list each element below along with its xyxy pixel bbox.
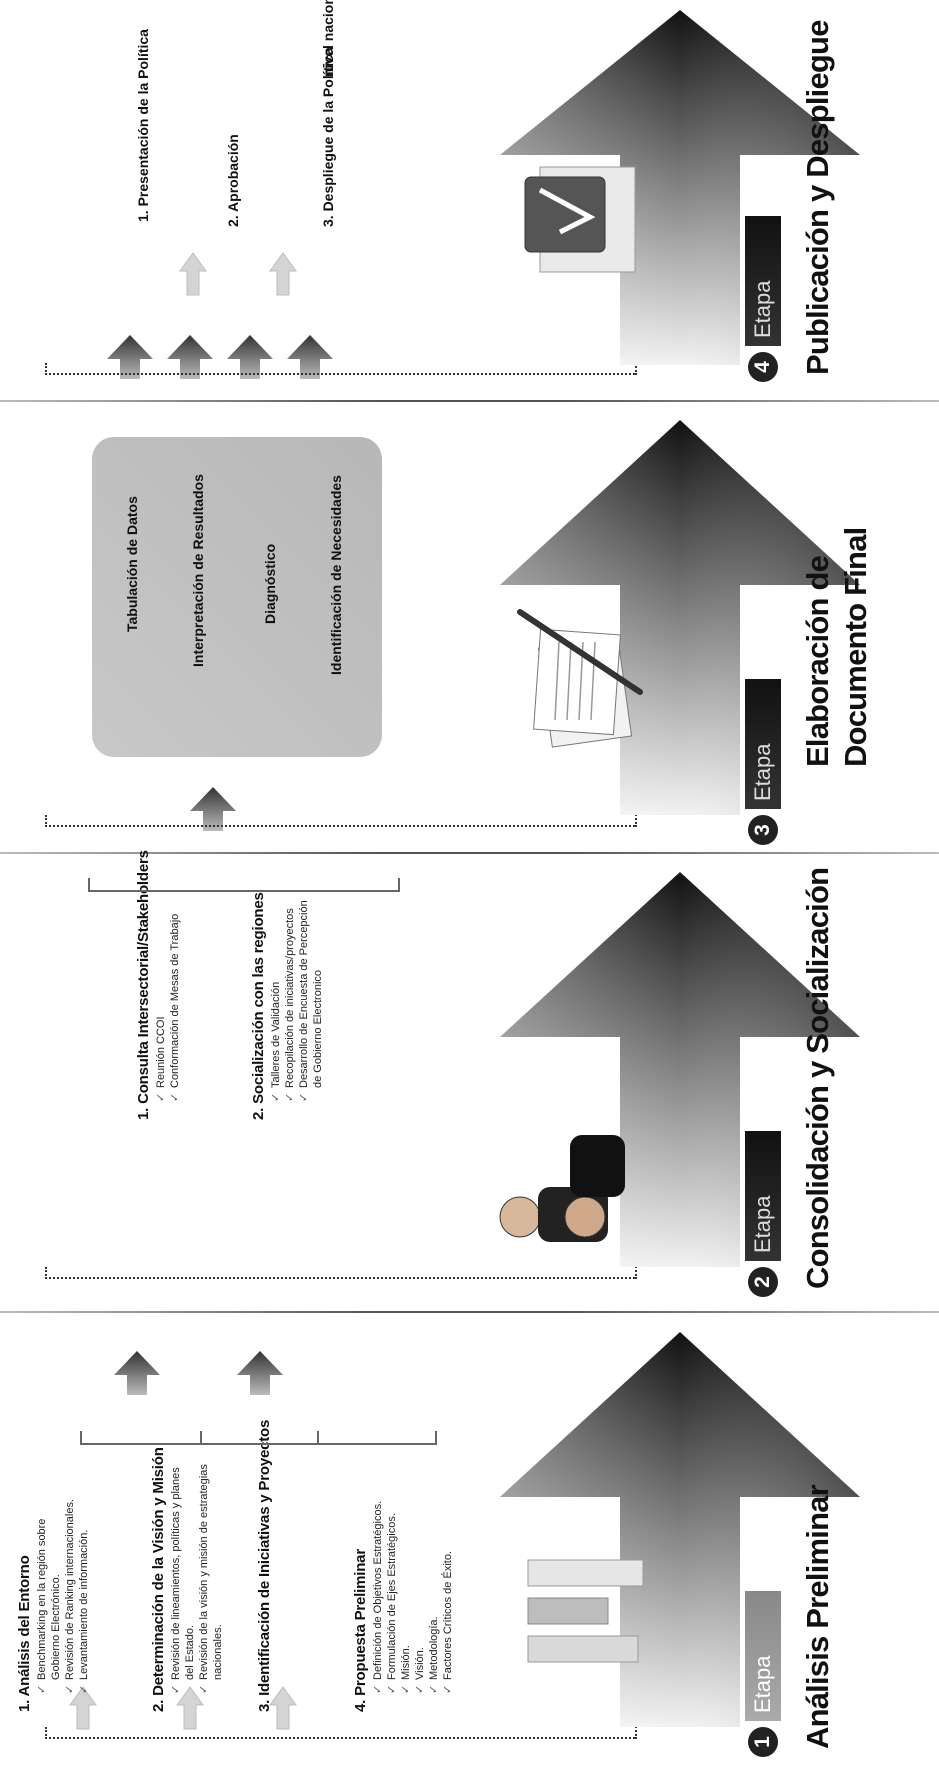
- separator-line: [0, 1311, 939, 1313]
- step-title: 4. Propuesta Preliminar: [352, 1549, 369, 1712]
- stage-2-badge: 2 Etapa: [745, 1131, 781, 1297]
- bracket-line: [80, 1431, 82, 1445]
- box-item: Identificación de Necesidades: [328, 475, 344, 675]
- etapa-label: Etapa: [745, 1591, 781, 1721]
- step-arrow-icon: [69, 1686, 97, 1730]
- step-title: 2. Determinación de la Visión y Misión: [150, 1447, 167, 1712]
- bullet-item: Benchmarking en la región sobre Gobierno…: [35, 1474, 63, 1694]
- step-title: 2. Socialización con las regiones: [250, 892, 267, 1120]
- step-1-1: 1. Análisis del Entorno Benchmarking en …: [16, 1474, 91, 1712]
- connector-arrow-icon: [237, 1351, 283, 1395]
- bullet-item: Revisión de Ranking internacionales.: [63, 1474, 77, 1694]
- step-title: 1. Presentación de la Política: [135, 29, 151, 222]
- stage-3-badge: 3 Etapa: [745, 679, 781, 845]
- step-title: 1. Análisis del Entorno: [16, 1555, 33, 1712]
- step-arrow-icon: [269, 252, 297, 296]
- bullet-item: Formulación de Ejes Estratégicos.: [385, 1494, 399, 1694]
- dotted-frame: [45, 373, 635, 375]
- bullet-item: Factores Críticos de Éxito.: [441, 1494, 455, 1694]
- bracket-line: [317, 1431, 319, 1445]
- step-title: 3. Identificación de Iniciativas y Proye…: [256, 1419, 273, 1712]
- stage-arrow-icon: [500, 1332, 860, 1727]
- step-arrow-icon: [179, 252, 207, 296]
- dotted-frame: [45, 1267, 47, 1279]
- bullet-item: Reunión CCOI: [154, 882, 168, 1102]
- bracket-line: [80, 1443, 435, 1445]
- box-item: Diagnóstico: [262, 543, 278, 624]
- approval-check-icon: [524, 166, 636, 273]
- stage-title: Publicación y Despliegue: [800, 20, 835, 375]
- etapa-label: Etapa: [745, 1131, 781, 1261]
- dotted-frame: [45, 1727, 47, 1739]
- step-1-4: 4. Propuesta Preliminar Definición de Ob…: [352, 1494, 455, 1712]
- step-1-3: 3. Identificación de Iniciativas y Proye…: [256, 1420, 273, 1712]
- stage-number: 1: [748, 1727, 778, 1757]
- step-arrow-icon: [269, 1686, 297, 1730]
- dotted-frame: [45, 363, 47, 375]
- stage-arrow-icon: [500, 10, 860, 365]
- connector-arrow-icon: [114, 1351, 160, 1395]
- bullet-item: Revisión de la visión y misión de estrat…: [197, 1464, 225, 1694]
- stage-title: Análisis Preliminar: [800, 1485, 835, 1749]
- box-item: Tabulación de Datos: [124, 496, 140, 632]
- step-title: nivel nacional: [320, 0, 336, 77]
- step-arrow-icon: [176, 1686, 204, 1730]
- bullet-item: Definición de Objetivos Estratégicos.: [371, 1494, 385, 1694]
- bullet-item: Desarrollo de Encuesta de Percepción de …: [297, 892, 325, 1102]
- step-2-2: 2. Socialización con las regiones Taller…: [250, 892, 325, 1120]
- stage-arrow-icon: [500, 872, 860, 1267]
- bullet-item: Visión.: [413, 1494, 427, 1694]
- connector-arrow-icon: [287, 335, 333, 379]
- stage-title-line: Documento Final: [838, 527, 873, 767]
- etapa-label: Etapa: [745, 679, 781, 809]
- bracket-line: [200, 1431, 202, 1445]
- bracket-line: [88, 890, 398, 892]
- bracket-line: [88, 878, 90, 892]
- stage-title-line: Elaboración de: [800, 555, 835, 767]
- results-box: Tabulación de Datos Interpretación de Re…: [92, 437, 382, 757]
- businessmen-icon: [499, 1135, 625, 1242]
- bullet-item: Revisión de lineamientos, políticas y pl…: [169, 1464, 197, 1694]
- stage-title: Consolidación y Socialización: [800, 867, 835, 1289]
- bullet-item: Levantamiento de información.: [77, 1474, 91, 1694]
- stage-number: 3: [748, 815, 778, 845]
- bullet-item: Misión.: [399, 1494, 413, 1694]
- dotted-frame: [45, 1737, 635, 1739]
- bar-chart-icon: [527, 1559, 644, 1663]
- bracket-line: [398, 878, 400, 892]
- connector-arrow-icon: [167, 335, 213, 379]
- connector-arrow-icon: [227, 335, 273, 379]
- step-1-2: 2. Determinación de la Visión y Misión R…: [150, 1447, 225, 1712]
- stage-1-badge: 1 Etapa: [745, 1591, 781, 1757]
- bullet-item: Metodología.: [427, 1494, 441, 1694]
- dotted-frame: [45, 825, 635, 827]
- bullet-item: Talleres de Validación: [269, 892, 283, 1102]
- connector-arrow-icon: [107, 335, 153, 379]
- bullet-item: Conformación de Mesas de Trabajo: [168, 882, 182, 1102]
- stage-number: 4: [748, 352, 778, 382]
- bracket-line: [435, 1431, 437, 1445]
- dotted-frame: [45, 815, 47, 827]
- bullet-item: Recopilación de iniciativas/proyectos: [283, 892, 297, 1102]
- box-item: Interpretación de Resultados: [190, 474, 206, 667]
- stage-arrow-icon: [500, 420, 860, 815]
- connector-arrow-icon: [190, 787, 236, 831]
- step-title: 2. Aprobación: [225, 134, 241, 227]
- stage-number: 2: [748, 1267, 778, 1297]
- separator-line: [0, 400, 939, 402]
- documents-pen-icon: [517, 609, 643, 748]
- stage-4-badge: 4 Etapa: [745, 216, 781, 382]
- etapa-label: Etapa: [745, 216, 781, 346]
